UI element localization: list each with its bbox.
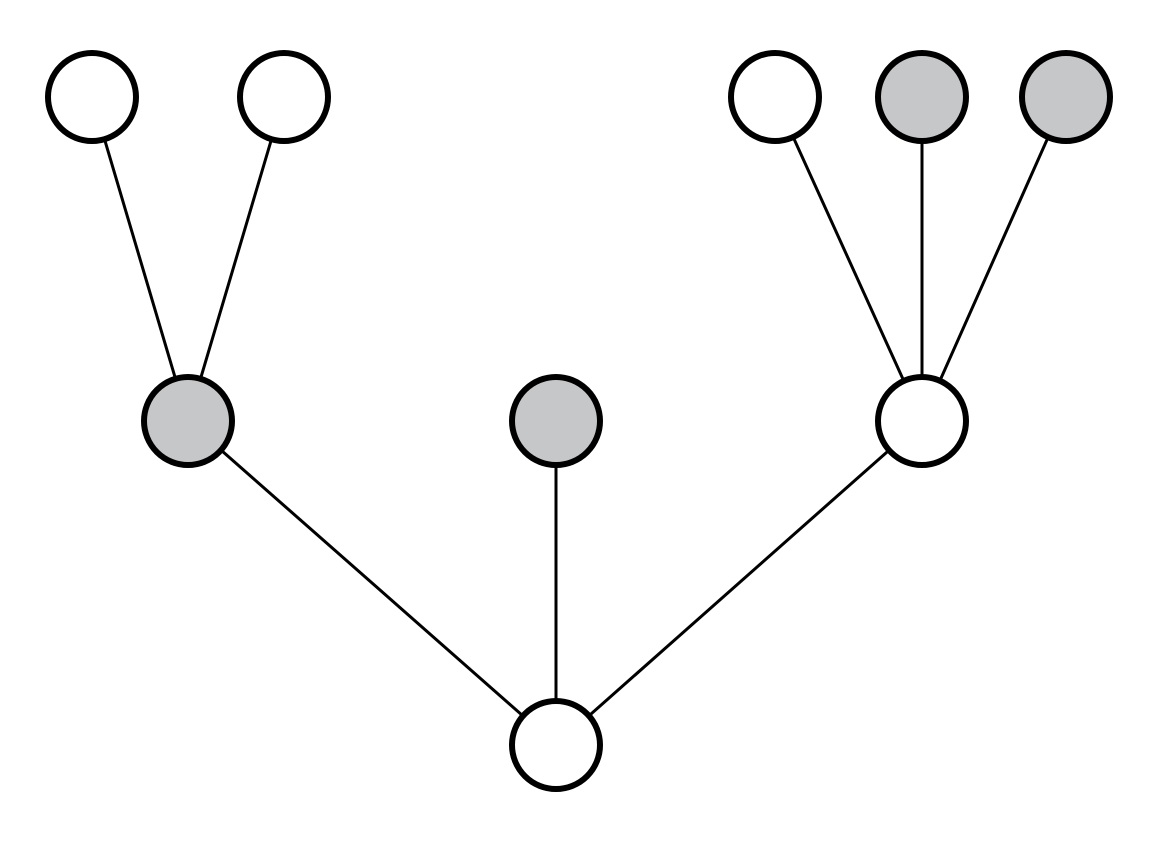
node-leaf-4 — [875, 50, 969, 144]
node-mid-left — [141, 374, 235, 468]
node-mid-right — [875, 374, 969, 468]
edge-root-mid-right — [555, 419, 923, 747]
edge-mid-left-leaf-2 — [186, 96, 286, 422]
edge-mid-right-leaf-5 — [920, 96, 1068, 422]
node-leaf-2 — [237, 50, 331, 144]
tree-edges — [90, 96, 1068, 747]
node-leaf-1 — [45, 50, 139, 144]
node-mid-center — [509, 374, 603, 468]
edge-root-mid-left — [187, 419, 557, 747]
edge-mid-right-leaf-3 — [773, 96, 924, 422]
tree-nodes — [45, 50, 1113, 792]
node-root — [509, 698, 603, 792]
edge-mid-left-leaf-1 — [90, 96, 190, 422]
node-leaf-5 — [1019, 50, 1113, 144]
node-leaf-3 — [728, 50, 822, 144]
